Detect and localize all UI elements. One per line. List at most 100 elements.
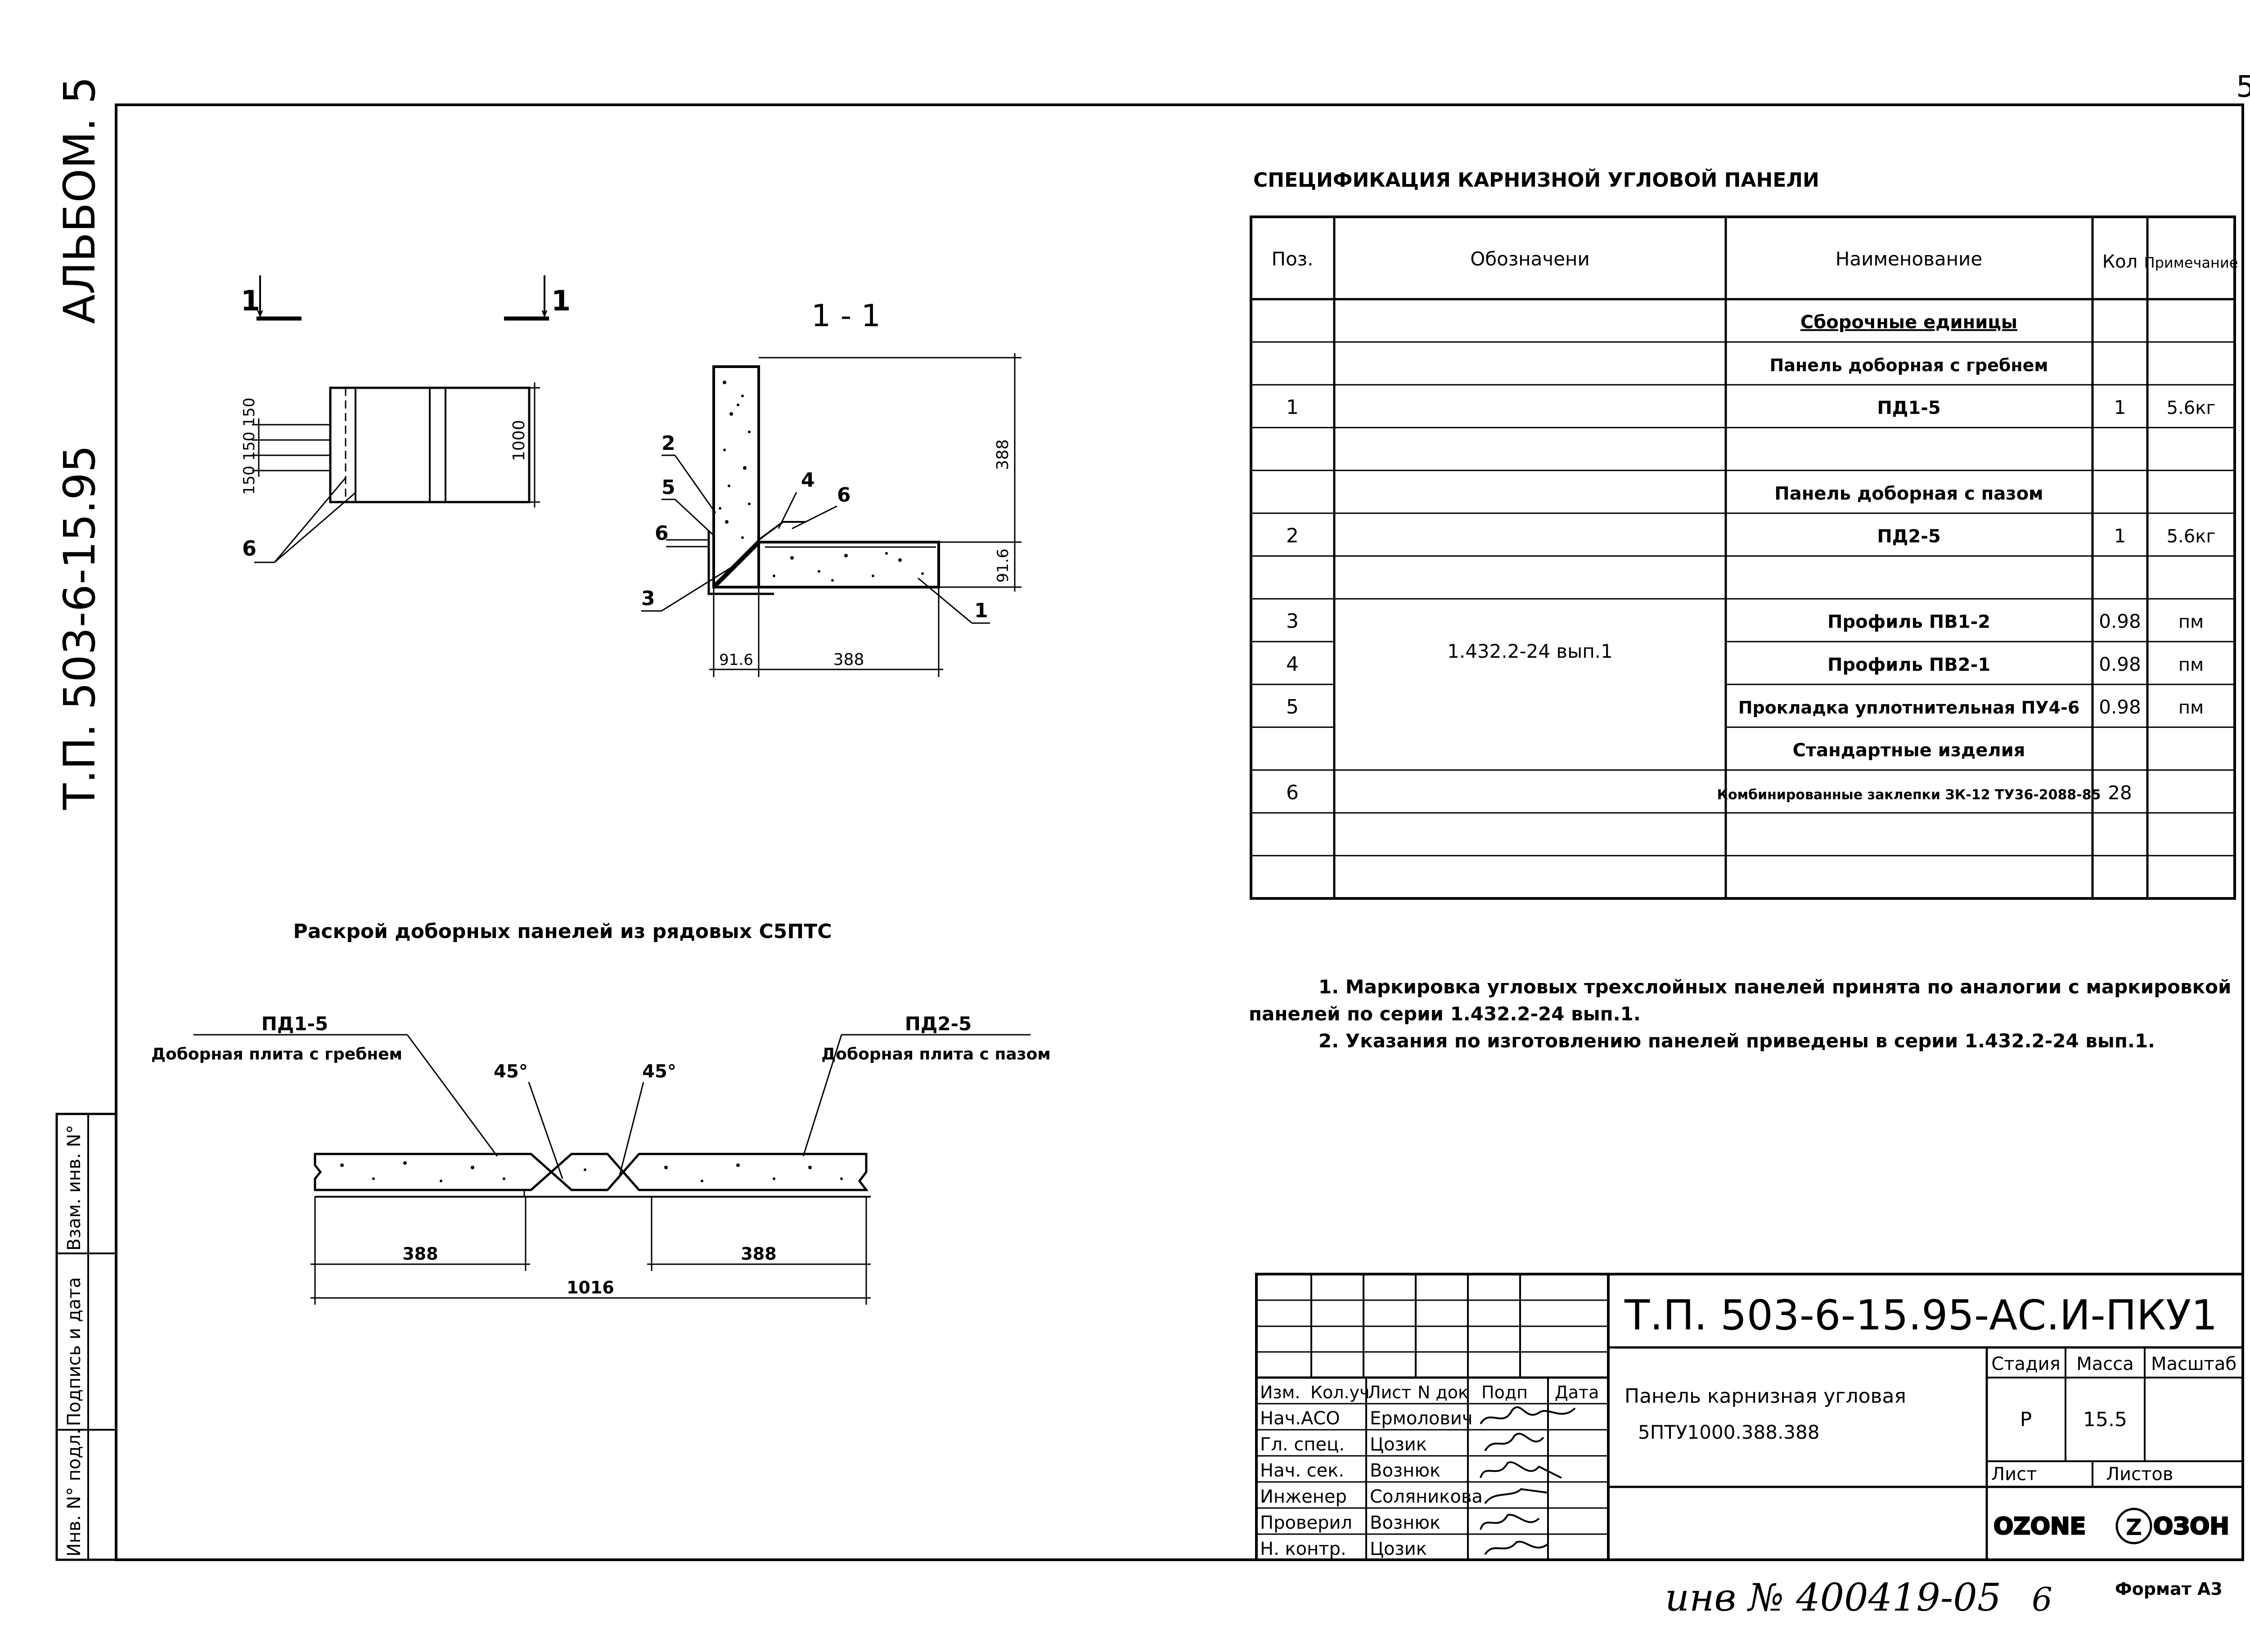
spec-merged-designation: 1.432.2-24 вып.1: [1447, 640, 1613, 662]
note-1a: 1. Маркировка угловых трехслойных панеле…: [1318, 976, 2231, 998]
elevation-view: 1 1 150 150 150 1000 6: [240, 275, 571, 563]
cutting-dim-total: 1016: [567, 1278, 614, 1297]
notes: 1. Маркировка угловых трехслойных панеле…: [1249, 976, 2231, 1052]
svg-text:Z: Z: [2126, 1514, 2142, 1540]
page-number: 5: [2236, 69, 2250, 104]
tb-head-ndok: N док: [1418, 1383, 1468, 1402]
section-title: 1 - 1: [811, 298, 881, 334]
callout-6-left: 6: [655, 522, 669, 545]
spec-cell-qty: 1: [2114, 396, 2126, 418]
spec-header-qty: Кол: [2102, 251, 2138, 272]
cutting-speckle: [340, 1161, 843, 1182]
format-label: Формат А3: [2115, 1579, 2223, 1599]
spec-header-note: Примечание: [2144, 254, 2238, 271]
cutting-angle-right: 45°: [642, 1061, 676, 1082]
note-1b: панелей по серии 1.432.2-24 вып.1.: [1249, 1003, 1641, 1025]
callout-2: 2: [662, 432, 675, 455]
tb-role-1: Нач.АСО: [1260, 1408, 1340, 1429]
stamp-vzam: Взам. инв. N°: [64, 1125, 85, 1251]
spec-cell-name: Панель доборная с пазом: [1774, 483, 2043, 504]
tb-name-3: Вознюк: [1370, 1460, 1440, 1481]
tb-name-4: Соляникова: [1370, 1486, 1483, 1507]
cutting-dim-right: 388: [741, 1244, 776, 1264]
tb-head-data: Дата: [1555, 1383, 1599, 1402]
product-line-2: 5ПТУ1000.388.388: [1638, 1421, 1819, 1443]
section-dim-thick-bottom: 91.6: [719, 651, 753, 669]
callout-1: 1: [974, 599, 988, 622]
stage-value: Р: [2020, 1408, 2032, 1431]
section-dim-height: 388: [994, 439, 1012, 470]
tb-head-podp: Подп: [1481, 1383, 1528, 1402]
spec-cell-pos: 2: [1286, 524, 1299, 547]
callout-4: 4: [801, 469, 815, 492]
spec-cell-note: пм: [2178, 612, 2204, 633]
tb-name-6: Цозик: [1370, 1539, 1427, 1559]
tb-name-1: Ермолович: [1370, 1408, 1473, 1429]
sheet-label: Лист: [1991, 1464, 2037, 1485]
spec-cell-name: Прокладка уплотнительная ПУ4-6: [1738, 698, 2080, 718]
spec-cell-pos: 4: [1286, 653, 1299, 676]
title-block: Т.П. 503-6-15.95-АС.И-ПКУ1 Изм. Кол.уч Л…: [1255, 1273, 2244, 1561]
spec-cell-name: Сборочные единицы: [1800, 312, 2017, 333]
mass-value: 15.5: [2083, 1408, 2127, 1431]
tb-role-6: Н. контр.: [1260, 1539, 1346, 1559]
spec-cell-note: пм: [2178, 697, 2204, 718]
spec-cell-pos: 1: [1286, 396, 1299, 419]
note-2: 2. Указания по изготовлению панелей прив…: [1318, 1030, 2155, 1052]
spec-cell-name: Профиль ПВ1-2: [1827, 612, 1990, 633]
spec-cell-name: ПД2-5: [1877, 526, 1940, 547]
sheets-label: Листов: [2106, 1464, 2173, 1485]
side-code-label: Т.П. 503-6-15.95: [54, 445, 105, 810]
callout-5: 5: [662, 476, 675, 499]
inventory-number: инв № 400419-05: [1665, 1576, 2001, 1620]
tb-head-kol: Кол.уч: [1310, 1383, 1370, 1402]
spec-cell-name: Стандартные изделия: [1793, 740, 2025, 761]
tb-role-4: Инженер: [1260, 1486, 1347, 1507]
spec-header-pos: Поз.: [1272, 248, 1314, 270]
spec-cell-note: 5.6кг: [2167, 398, 2216, 418]
stage-label: Стадия: [1991, 1354, 2060, 1374]
tb-role-3: Нач. сек.: [1260, 1460, 1344, 1481]
callout-3: 3: [641, 587, 655, 610]
cutting-left-code: ПД1-5: [261, 1013, 328, 1035]
elev-dims-left: 150 150 150: [240, 398, 258, 495]
tb-name-2: Цозик: [1370, 1434, 1427, 1455]
cutting-angle-left: 45°: [494, 1061, 528, 1082]
title-code: Т.П. 503-6-15.95-АС.И-ПКУ1: [1624, 1291, 2218, 1339]
cutting-right-name: Доборная плита с пазом: [821, 1045, 1051, 1064]
tb-name-5: Вознюк: [1370, 1513, 1440, 1533]
section-dim-width: 388: [833, 651, 864, 669]
tb-role-5: Проверил: [1260, 1513, 1352, 1533]
spec-header-name: Наименование: [1836, 248, 1982, 270]
spec-cell-name: Комбинированные заклепки ЗК-12 ТУ36-2088…: [1717, 787, 2101, 803]
spec-cell-name: Профиль ПВ2-1: [1827, 655, 1990, 675]
spec-cell-note: пм: [2178, 655, 2204, 675]
spec-cell-name: Панель доборная с гребнем: [1770, 355, 2048, 375]
spec-title: СПЕЦИФИКАЦИЯ КАРНИЗНОЙ УГЛОВОЙ ПАНЕЛИ: [1253, 168, 1819, 192]
product-line-1: Панель карнизная угловая: [1624, 1385, 1906, 1408]
spec-header-desig: Обозначени: [1470, 248, 1590, 270]
section-mark-right: 1: [551, 284, 571, 317]
insulation-speckle: [719, 381, 924, 582]
spec-cell-pos: 6: [1286, 781, 1299, 804]
cutting-dim-left: 388: [402, 1244, 438, 1264]
spec-table: СПЕЦИФИКАЦИЯ КАРНИЗНОЙ УГЛОВОЙ ПАНЕЛИ Сб…: [1250, 168, 2238, 900]
tb-head-list: Лист: [1368, 1383, 1411, 1402]
spec-cell-qty: 0.98: [2099, 611, 2141, 633]
spec-cell-pos: 3: [1286, 610, 1299, 633]
logo-right-text: ОЗОН: [2153, 1513, 2229, 1540]
section-mark-left: 1: [241, 284, 260, 317]
stamp-inv: Инв. N° подл.: [64, 1429, 85, 1557]
section-view: 1 - 1 388 91.6 91.6 388 2 5: [641, 298, 1022, 677]
mass-label: Масса: [2076, 1354, 2134, 1374]
spec-cell-qty: 28: [2108, 781, 2132, 804]
cutting-diagram: Раскрой доборных панелей из рядовых С5ПТ…: [151, 920, 1051, 1305]
spec-cell-pos: 5: [1286, 696, 1299, 718]
ozone-logo: OZONE Z ОЗОН: [1993, 1508, 2230, 1544]
tb-role-2: Гл. спец.: [1260, 1434, 1345, 1455]
callout-6-right: 6: [837, 484, 851, 507]
tb-head-izm: Изм.: [1260, 1383, 1300, 1402]
section-dim-thick-right: 91.6: [994, 548, 1012, 583]
cutting-right-code: ПД2-5: [905, 1013, 972, 1035]
scale-label: Масштаб: [2151, 1354, 2236, 1374]
